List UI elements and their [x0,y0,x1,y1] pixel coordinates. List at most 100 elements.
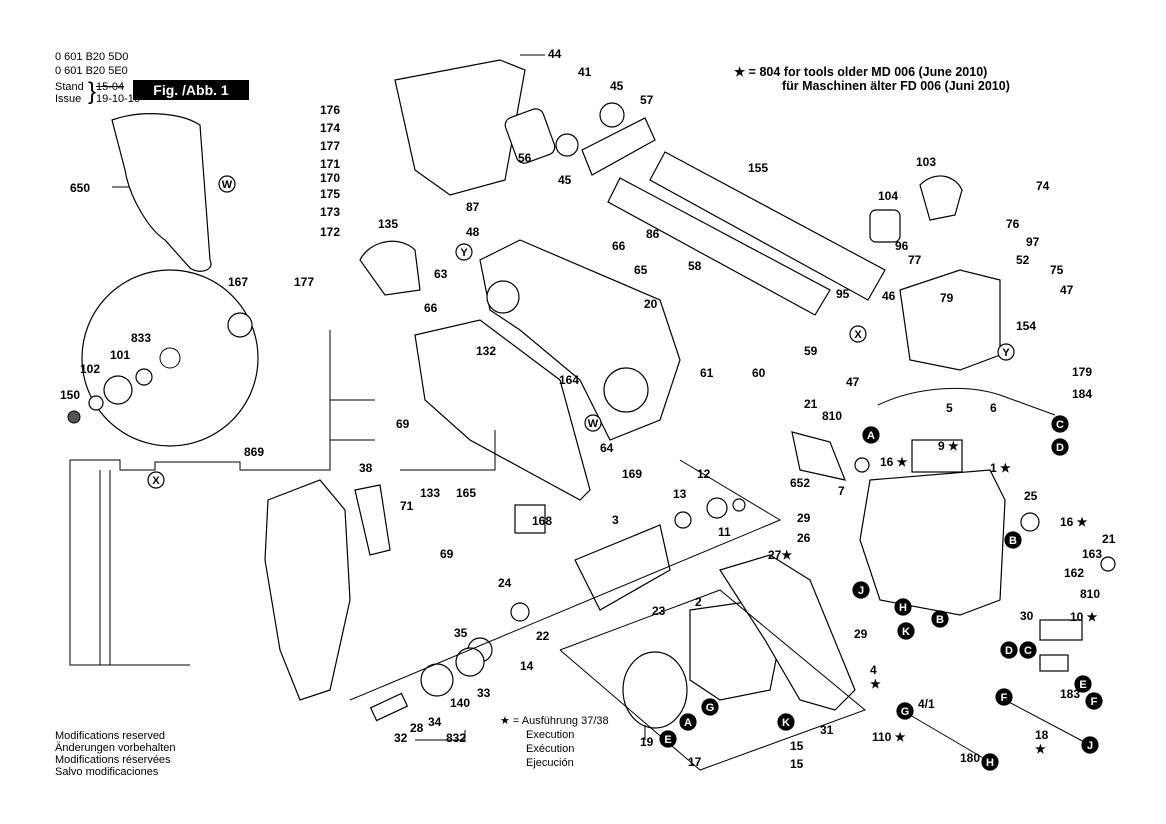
part-label: 7 [838,484,845,498]
part-label: 57 [640,93,654,107]
tube-58 [607,177,831,316]
label-9 [911,439,963,473]
bearing-12 [706,497,728,519]
cap-21 [1100,556,1116,572]
part-label: 56 [518,151,532,165]
part-label: 87 [466,200,480,214]
part-label: 165 [456,486,477,500]
band-19 [622,651,688,729]
bearing-13 [674,511,692,529]
part-label: 35 [454,626,468,640]
part-label: 2 [695,595,702,609]
footer-line3: Modifications réservées [55,754,171,766]
group-line-2 [559,589,866,771]
part-label: 172 [320,225,341,239]
part-label: 34 [428,715,442,729]
screw-150 [67,410,81,424]
part-label: 11 [718,525,731,539]
callout-badge-letter: K [782,717,790,729]
part-code-a: 0 601 B20 5D0 [55,51,129,63]
part-label: 30 [1020,609,1034,623]
part-label: 869 [244,445,265,459]
exec-note-line1: ★ = Ausführung 37/38 [500,715,609,727]
guard-132 [414,319,591,501]
callout-badge-a2: A [679,713,697,731]
housing-44 [394,59,526,196]
part-label: 810 [822,409,843,423]
callout-badge-d1: D [1051,438,1069,456]
part-label: 75 [1050,263,1064,277]
elbow-135 [359,240,421,296]
label-10 [1039,619,1083,641]
callout-badge-letter: Y [460,247,468,259]
callout-badge-h2: H [981,753,999,771]
motor-housing-1 [859,469,1006,616]
part-label: 179 [1072,365,1093,379]
part-label: 61 [700,366,714,380]
callout-badge-letter: D [1056,442,1064,454]
part-label: 18 [1035,728,1049,742]
part-label: 97 [1026,235,1040,249]
callout-badge-c2: C [1019,641,1037,659]
issue-value: 19-10-16 [96,93,141,105]
exec-note-line3: Exécution [526,743,575,755]
part-label: 154 [1016,319,1037,333]
gear-33 [455,647,485,677]
callout-badge-w1: W [218,175,236,193]
part-label: 177 [320,139,341,153]
star-note-line1: ★ = 804 for tools older MD 006 (June 201… [734,65,988,79]
exec-note-line4: Ejecución [526,757,574,769]
callout-badge-letter: B [1009,535,1017,547]
part-label: 63 [434,267,448,281]
group-line-3 [349,459,782,701]
ring-22 [510,602,530,622]
part-label: 4/1 [918,697,935,711]
callout-badge-letter: F [1001,692,1008,704]
part-label: 832 [446,731,467,745]
part-label: 47 [846,375,860,389]
callout-badge-j1: J [852,581,870,599]
part-label: 71 [400,499,414,513]
part-label: 21 [1102,532,1116,546]
part-label: 173 [320,205,341,219]
part-label: 19 [640,735,654,749]
callout-badge-y1: Y [455,243,473,261]
part-label: 20 [644,297,658,311]
callout-badge-letter: H [899,602,907,614]
callout-badge-a1: A [862,426,880,444]
part-label: 650 [70,181,91,195]
issue-label: Issue [55,93,82,105]
callout-badge-b1: B [1004,531,1022,549]
part-label: 110 ★ [872,730,906,744]
part-label: 29 [854,627,868,641]
dust-bag [111,113,212,272]
callout-badge-letter: D [1005,645,1013,657]
part-label: 4 [870,663,877,677]
callout-badge-letter: C [1024,645,1032,657]
callout-badge-letter: X [152,475,160,487]
armature-3 [574,524,671,611]
part-label: 27★ [768,548,793,562]
callout-badge-x1: X [849,325,867,343]
part-label: 79 [940,291,954,305]
callout-badge-k1: K [897,622,915,640]
ring-45b [555,133,579,157]
callout-badge-f1: F [1085,692,1103,710]
part-label: 77 [908,253,922,267]
part-label: 33 [477,686,491,700]
part-label: 175 [320,187,341,201]
stand-value: 15-04 [96,81,125,93]
part-label: 101 [110,348,131,362]
part-label: 46 [882,289,896,303]
part-label: 66 [424,301,438,315]
part-38 [354,484,391,556]
footer-line4: Salvo modificaciones [55,766,159,778]
callout-badge-y2: Y [997,343,1015,361]
footer-line1: Modifications reserved [55,730,166,742]
part-label: 25 [1024,489,1038,503]
star-note-line2: für Maschinen älter FD 006 (Juni 2010) [782,79,1010,93]
part-label: 64 [600,441,614,455]
part-label: 29 [797,511,811,525]
washer-833 [135,368,153,386]
footer-line2: Änderungen vorbehalten [55,742,176,754]
